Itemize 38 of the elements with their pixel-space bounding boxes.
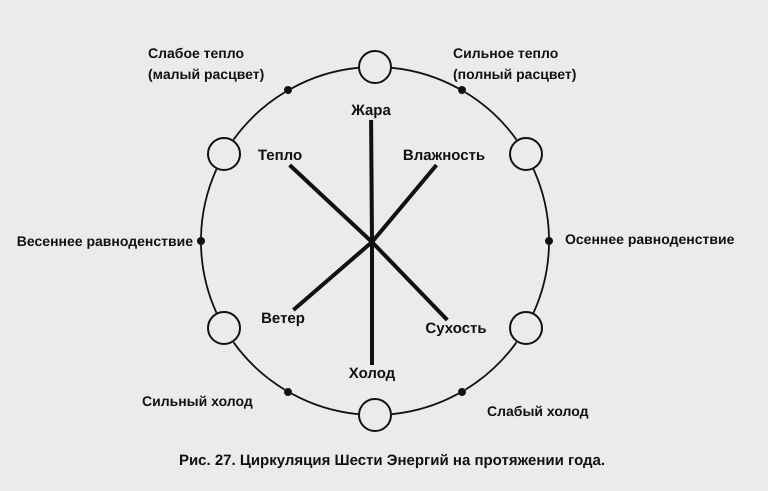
circle-arc	[200, 244, 218, 314]
spoke-label: Сухость	[425, 320, 487, 338]
figure-caption: Рис. 27. Циркуляция Шести Энергий на протяжении года.	[178, 452, 606, 470]
circle-arc	[464, 342, 518, 390]
dot-icon	[197, 237, 205, 245]
dot-icon	[284, 388, 292, 396]
spoke-label: Холод	[348, 365, 396, 383]
circle-arc	[232, 92, 286, 140]
circle-node	[358, 50, 392, 84]
circle-arc	[392, 392, 459, 416]
point-label: Слабый холод	[487, 402, 588, 421]
circle-arc	[532, 168, 550, 238]
spoke-label: Влажность	[402, 147, 486, 165]
spoke-label: Ветер	[261, 310, 305, 328]
point-label: Весеннее равноденствие	[16, 232, 193, 251]
point-label: Сильный холод	[142, 392, 253, 411]
circle-arc	[200, 168, 218, 238]
circle-arc	[291, 392, 358, 416]
dot-icon	[458, 86, 466, 94]
circle-arc	[464, 92, 518, 140]
dot-icon	[458, 388, 466, 396]
circle-node	[207, 137, 242, 171]
point-label: Сильное тепло (полный расцвет)	[453, 44, 578, 84]
star-line	[369, 120, 374, 365]
circle-node	[508, 311, 543, 345]
spoke-label: Жара	[351, 102, 391, 120]
circle-node	[358, 398, 392, 432]
circle-arc	[291, 66, 358, 90]
circle-arc	[232, 342, 286, 390]
spoke-label: Тепло	[258, 147, 302, 165]
dot-icon	[284, 86, 292, 94]
point-label: Осеннее равноденствие	[565, 230, 734, 249]
circle-node	[207, 311, 242, 345]
circle-node	[508, 137, 543, 171]
circle-arc	[392, 66, 459, 90]
dot-icon	[545, 237, 553, 245]
circle-arc	[532, 244, 550, 314]
point-label: Слабое тепло (малый расцвет)	[148, 44, 266, 84]
